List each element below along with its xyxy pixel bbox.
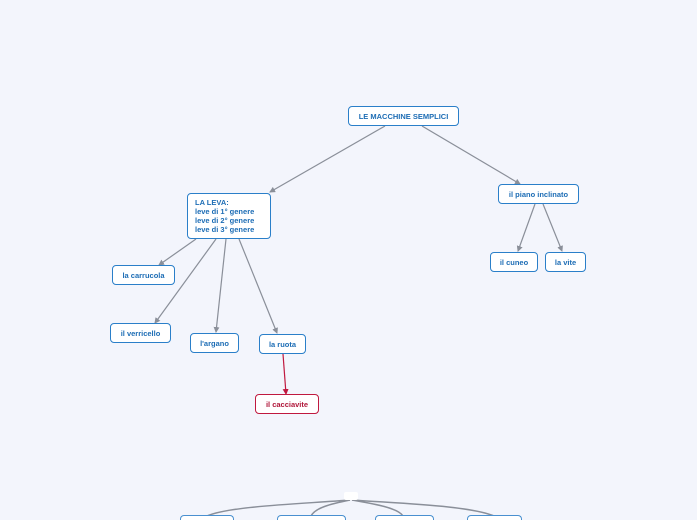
bottom-node-3[interactable] xyxy=(375,515,434,520)
link-plane-cuneo xyxy=(516,203,536,252)
bottom-node-1[interactable] xyxy=(180,515,234,520)
link-bottom-2 xyxy=(310,499,351,517)
link-ruota-cacciavite xyxy=(282,353,289,395)
verricello-node[interactable]: il verricello xyxy=(110,323,171,343)
link-lever-verricello xyxy=(154,238,217,324)
link-lever-carrucola xyxy=(158,238,197,266)
cuneo-node[interactable]: il cuneo xyxy=(490,252,538,272)
link-root-lever xyxy=(269,125,386,193)
bottom-node-4[interactable] xyxy=(467,515,522,520)
link-bottom-1 xyxy=(206,499,351,517)
ruota-node[interactable]: la ruota xyxy=(259,334,306,354)
vite-node[interactable]: la vite xyxy=(545,252,586,272)
inclined-plane-node[interactable]: il piano inclinato xyxy=(498,184,579,204)
link-plane-vite xyxy=(542,203,563,252)
link-lever-argano xyxy=(213,238,227,333)
lever-node[interactable]: LA LEVA: leve di 1° genere leve di 2° ge… xyxy=(187,193,271,239)
link-root-plane xyxy=(421,125,521,185)
bottom-node-2[interactable] xyxy=(277,515,346,520)
cacciavite-node[interactable]: il cacciavite xyxy=(255,394,319,414)
carrucola-node[interactable]: la carrucola xyxy=(112,265,175,285)
link-lever-ruota xyxy=(238,238,278,334)
bottom-hub xyxy=(344,492,358,500)
link-bottom-4 xyxy=(351,499,495,517)
argano-node[interactable]: l'argano xyxy=(190,333,239,353)
root-node[interactable]: LE MACCHINE SEMPLICI xyxy=(348,106,459,126)
